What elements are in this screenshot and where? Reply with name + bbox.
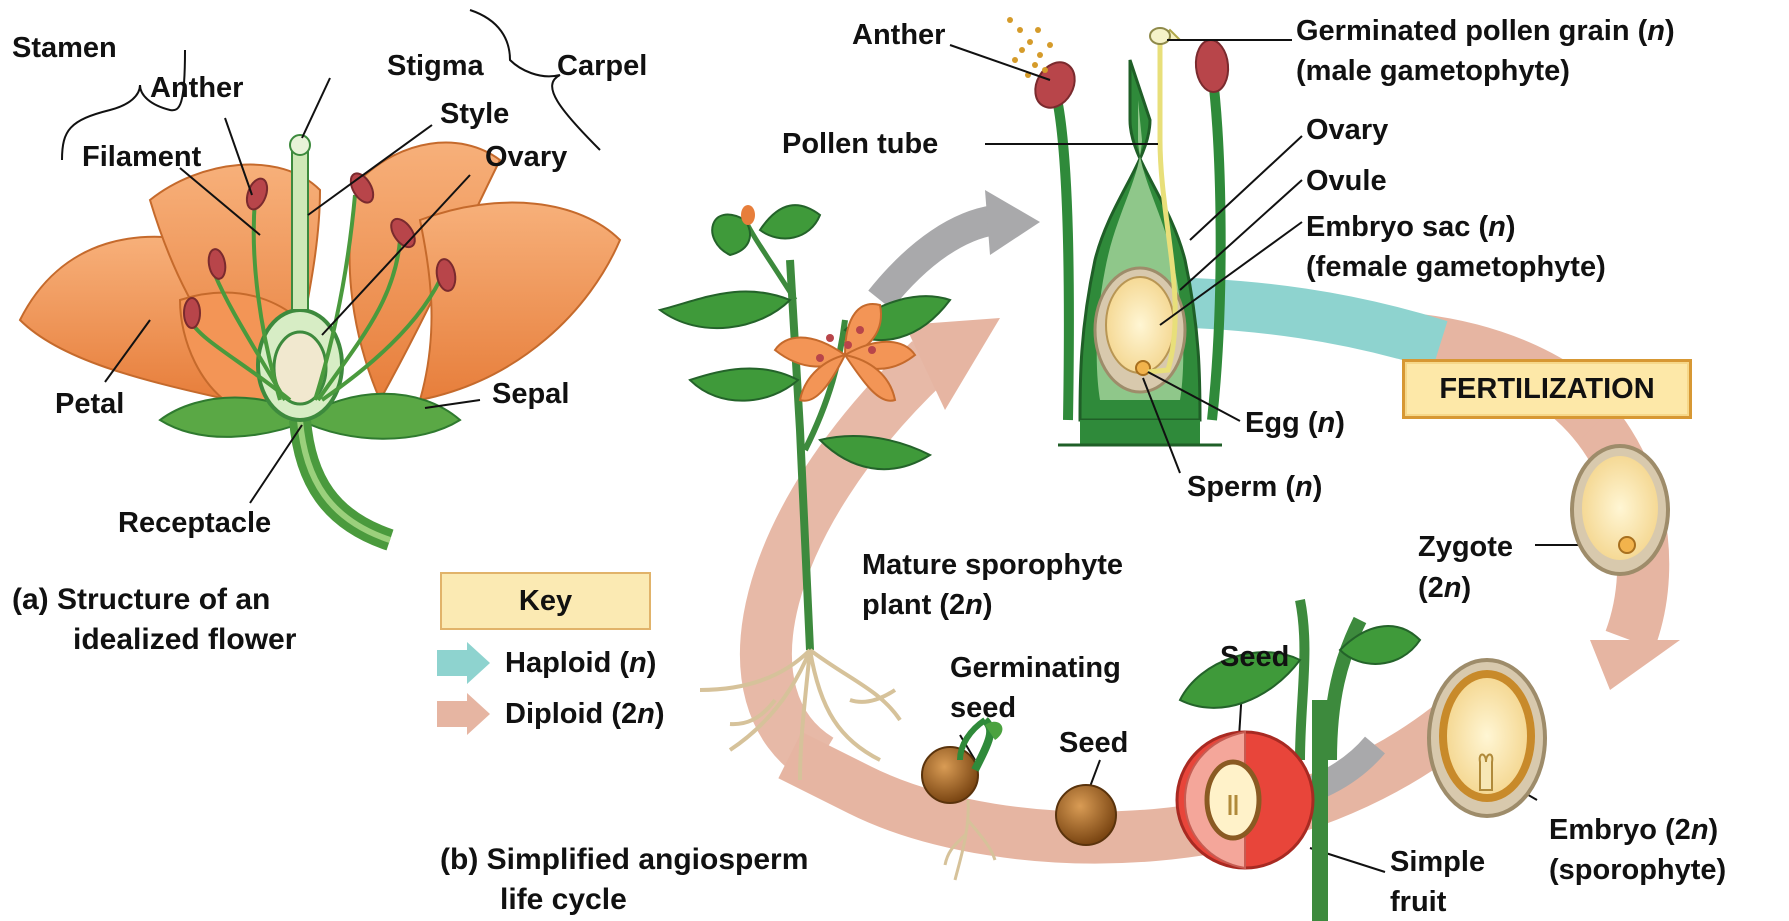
label-ovary-a: Ovary (485, 140, 567, 174)
fertilization-label: FERTILIZATION (1439, 372, 1654, 406)
label-simple-fruit-1: Simple (1390, 845, 1485, 879)
label-pollen-grain-1: Germinated pollen grain (n) (1296, 14, 1675, 48)
caption-a-line1: (a) Structure of an (12, 583, 270, 617)
caption-a-line2: idealized flower (73, 623, 296, 657)
fertilization-box: FERTILIZATION (1402, 359, 1692, 419)
label-embryo-sac-2: (female gametophyte) (1306, 250, 1606, 284)
embryo-illustration (1429, 660, 1545, 816)
key-haploid-label: Haploid (n) (505, 646, 656, 680)
flower-illustration (20, 135, 620, 540)
label-stigma: Stigma (387, 49, 484, 83)
label-anther-a: Anther (150, 71, 243, 105)
label-pollen-tube: Pollen tube (782, 127, 938, 161)
label-sepal: Sepal (492, 377, 569, 411)
key-haploid-arrow (437, 642, 490, 684)
label-stamen: Stamen (12, 31, 117, 65)
label-zygote-ploidy: (2n) (1418, 571, 1471, 605)
label-ovary-b: Ovary (1306, 113, 1388, 147)
label-egg: Egg (n) (1245, 406, 1345, 440)
label-ovule: Ovule (1306, 164, 1387, 198)
label-sperm: Sperm (n) (1187, 470, 1322, 504)
caption-b-line1: (b) Simplified angiosperm (440, 843, 808, 877)
label-petal: Petal (55, 387, 124, 421)
label-embryo-1: Embryo (2n) (1549, 813, 1718, 847)
label-embryo-2: (sporophyte) (1549, 853, 1726, 887)
label-zygote: Zygote (1418, 530, 1513, 564)
key-title: Key (519, 584, 572, 618)
label-receptacle: Receptacle (118, 506, 271, 540)
label-style: Style (440, 97, 509, 131)
label-seed-left: Seed (1059, 726, 1128, 760)
label-pollen-grain-2: (male gametophyte) (1296, 54, 1570, 88)
key-diploid-label: Diploid (2n) (505, 697, 665, 731)
label-filament: Filament (82, 140, 201, 174)
label-anther-b: Anther (852, 18, 945, 52)
label-germinating-2: seed (950, 691, 1016, 725)
label-seed-right: Seed (1220, 640, 1289, 674)
label-mature-1: Mature sporophyte (862, 548, 1123, 582)
zygote-illustration (1572, 446, 1668, 574)
label-embryo-sac-1: Embryo sac (n) (1306, 210, 1516, 244)
caption-b-line2: life cycle (500, 883, 627, 917)
key-box: Key (440, 572, 651, 630)
label-carpel: Carpel (557, 49, 647, 83)
label-simple-fruit-2: fruit (1390, 885, 1446, 919)
label-germinating-1: Germinating (950, 651, 1121, 685)
label-mature-2: plant (2n) (862, 588, 993, 622)
key-diploid-arrow (437, 693, 490, 735)
pistil-cross-section (1007, 17, 1230, 445)
